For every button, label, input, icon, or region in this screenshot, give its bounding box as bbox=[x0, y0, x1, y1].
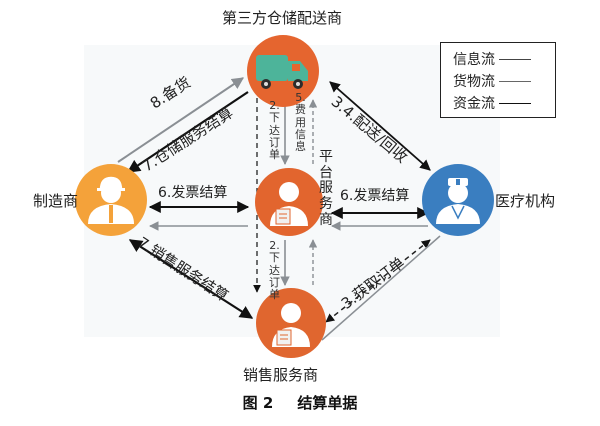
sales-node bbox=[256, 288, 326, 358]
hospital-node bbox=[422, 164, 494, 236]
salesperson-icon bbox=[272, 303, 310, 347]
caption-number: 图 2 bbox=[242, 394, 274, 412]
legend-money-row: 资金流 bbox=[453, 93, 531, 113]
deliver-return-arrow bbox=[329, 81, 431, 171]
truck-icon bbox=[256, 55, 308, 89]
legend-info-label: 信息流 bbox=[453, 52, 495, 68]
platform-node bbox=[255, 168, 323, 236]
warehouse-node bbox=[247, 35, 319, 107]
sales-label: 销售服务商 bbox=[243, 366, 319, 384]
caption-title: 结算单据 bbox=[297, 394, 358, 412]
legend: 信息流 货物流 资金流 bbox=[440, 42, 556, 118]
legend-goods-label: 货物流 bbox=[453, 74, 495, 90]
hospital-label: 医疗机构 bbox=[495, 192, 556, 210]
warehouse-settle-money-arrow bbox=[126, 91, 249, 173]
legend-money-label: 资金流 bbox=[453, 96, 495, 112]
legend-info-row: 信息流 bbox=[453, 49, 531, 69]
sales-settle-money-arrow bbox=[128, 239, 254, 319]
fee-info-label: 5.费用信息 bbox=[295, 91, 306, 154]
warehouse-label: 第三方仓储配送商 bbox=[222, 9, 343, 27]
legend-money-swatch bbox=[499, 102, 531, 104]
invoice-right-label: 6.发票结算 bbox=[340, 188, 410, 204]
manufacturer-node bbox=[75, 164, 147, 236]
service-person-icon bbox=[270, 182, 308, 226]
doctor-icon bbox=[436, 178, 480, 224]
worker-icon bbox=[88, 175, 134, 224]
order-down-top-label: 2.下达订单 bbox=[269, 99, 280, 162]
invoice-left-label: 6.发票结算 bbox=[158, 185, 228, 201]
platform-label: 平台服务商 bbox=[319, 149, 333, 228]
legend-info-swatch bbox=[499, 58, 531, 60]
manufacturer-label: 制造商 bbox=[33, 192, 79, 210]
legend-goods-row: 货物流 bbox=[453, 71, 531, 91]
stock-goods-arrow bbox=[117, 77, 244, 163]
figure-caption: 图 2 结算单据 bbox=[0, 392, 600, 413]
get-order-info-arrow bbox=[325, 239, 431, 323]
hospital-sales-goods-line bbox=[321, 235, 441, 341]
order-down-bottom-label: 2.下达订单 bbox=[269, 239, 280, 302]
legend-goods-swatch bbox=[499, 80, 531, 82]
